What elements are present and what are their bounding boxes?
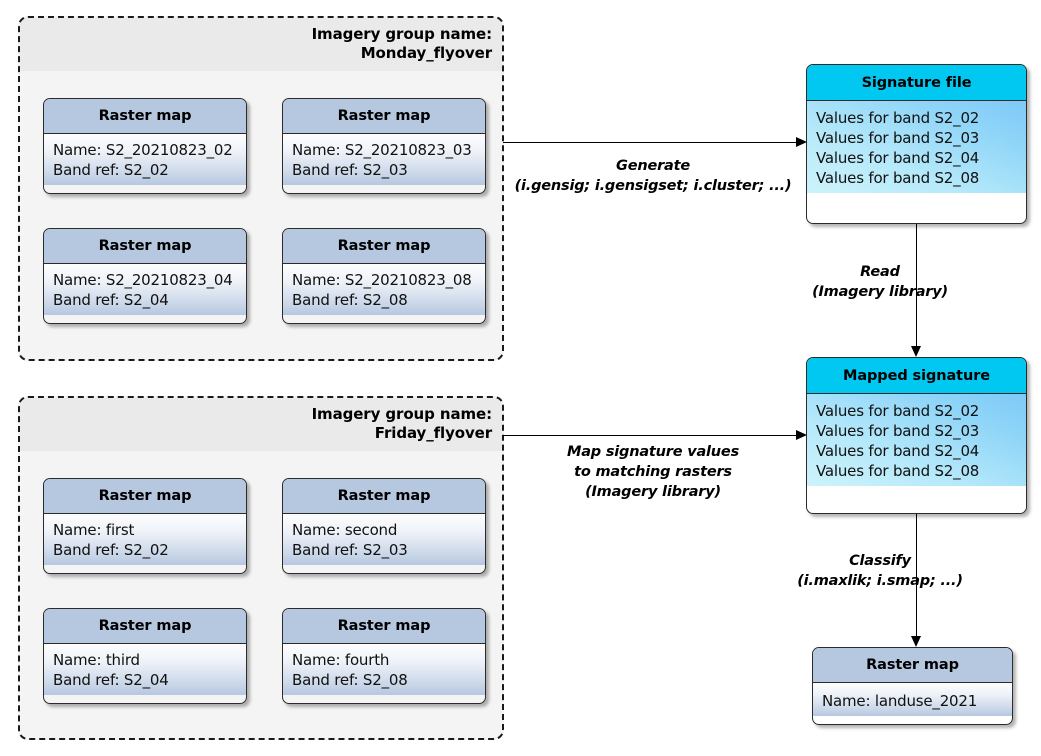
raster-map-name: Name: S2_20210823_03	[292, 141, 472, 159]
raster-map-details: Name: S2_20210823_04 Band ref: S2_04	[44, 264, 246, 315]
edge-classify-label-line2: (i.maxlik; i.smap; ...)	[797, 573, 963, 589]
raster-map-node[interactable]: Raster map Name: S2_20210823_08 Band ref…	[282, 228, 486, 324]
imagery-group-monday-header: Imagery group name: Monday_flyover	[20, 18, 502, 71]
raster-map-bandref: Band ref: S2_03	[292, 541, 408, 559]
group-header-label-line2: Friday_flyover	[374, 424, 492, 442]
edge-read-arrowhead	[911, 346, 921, 357]
raster-map-title: Raster map	[283, 479, 485, 514]
edge-map-values-label-line2: to matching rasters	[574, 464, 732, 480]
result-raster-map-details: Name: landuse_2021	[813, 683, 1012, 716]
raster-map-details: Name: S2_20210823_02 Band ref: S2_02	[44, 134, 246, 185]
raster-map-name: Name: S2_20210823_08	[292, 271, 472, 289]
raster-map-name: Name: second	[292, 521, 398, 539]
result-raster-map-node[interactable]: Raster map Name: landuse_2021	[812, 647, 1013, 725]
signature-file-node[interactable]: Signature file Values for band S2_02 Val…	[806, 64, 1027, 224]
raster-map-bandref: Band ref: S2_04	[53, 291, 169, 309]
edge-generate-line	[503, 142, 799, 143]
raster-map-bandref: Band ref: S2_08	[292, 671, 408, 689]
group-header-label-line1: Imagery group name:	[311, 405, 493, 423]
edge-read-label: Read (Imagery library)	[790, 262, 970, 302]
mapped-signature-value: Values for band S2_03	[816, 422, 980, 440]
signature-file-value: Values for band S2_04	[816, 149, 980, 167]
raster-map-bandref: Band ref: S2_02	[53, 541, 169, 559]
raster-map-details: Name: S2_20210823_03 Band ref: S2_03	[283, 134, 485, 185]
raster-map-name: Name: first	[53, 521, 135, 539]
edge-map-values-label: Map signature values to matching rasters…	[512, 442, 794, 502]
mapped-signature-values: Values for band S2_02 Values for band S2…	[807, 394, 1026, 486]
group-header-label-line1: Imagery group name:	[311, 25, 493, 43]
edge-map-values-line	[503, 435, 799, 436]
raster-map-node[interactable]: Raster map Name: S2_20210823_04 Band ref…	[43, 228, 247, 324]
signature-file-values: Values for band S2_02 Values for band S2…	[807, 101, 1026, 193]
raster-map-details: Name: S2_20210823_08 Band ref: S2_08	[283, 264, 485, 315]
raster-map-node[interactable]: Raster map Name: S2_20210823_03 Band ref…	[282, 98, 486, 194]
edge-generate-label-line2: (i.gensig; i.gensigset; i.cluster; ...)	[514, 178, 792, 194]
raster-map-node[interactable]: Raster map Name: first Band ref: S2_02	[43, 478, 247, 574]
result-raster-map-title: Raster map	[813, 648, 1012, 683]
edge-generate-arrowhead	[796, 137, 807, 147]
result-raster-map-name: Name: landuse_2021	[822, 692, 978, 710]
edge-classify-line	[916, 514, 917, 636]
raster-map-name: Name: third	[53, 651, 140, 669]
raster-map-title: Raster map	[44, 609, 246, 644]
edge-map-values-arrowhead	[796, 430, 807, 440]
raster-map-title: Raster map	[44, 479, 246, 514]
raster-map-name: Name: S2_20210823_04	[53, 271, 233, 289]
raster-map-details: Name: first Band ref: S2_02	[44, 514, 246, 565]
signature-file-title: Signature file	[807, 65, 1026, 101]
edge-classify-label: Classify (i.maxlik; i.smap; ...)	[785, 551, 975, 591]
signature-file-value: Values for band S2_02	[816, 109, 980, 127]
mapped-signature-node[interactable]: Mapped signature Values for band S2_02 V…	[806, 357, 1027, 514]
edge-map-values-label-line3: (Imagery library)	[585, 484, 721, 500]
raster-map-title: Raster map	[283, 609, 485, 644]
raster-map-title: Raster map	[283, 99, 485, 134]
edge-read-label-line2: (Imagery library)	[812, 284, 948, 300]
mapped-signature-title: Mapped signature	[807, 358, 1026, 394]
raster-map-node[interactable]: Raster map Name: third Band ref: S2_04	[43, 608, 247, 704]
mapped-signature-value: Values for band S2_08	[816, 462, 980, 480]
signature-file-value: Values for band S2_08	[816, 169, 980, 187]
edge-map-values-label-line1: Map signature values	[566, 444, 739, 460]
raster-map-bandref: Band ref: S2_02	[53, 161, 169, 179]
raster-map-name: Name: S2_20210823_02	[53, 141, 233, 159]
mapped-signature-value: Values for band S2_04	[816, 442, 980, 460]
edge-generate-label: Generate (i.gensig; i.gensigset; i.clust…	[512, 156, 794, 196]
mapped-signature-value: Values for band S2_02	[816, 402, 980, 420]
imagery-group-friday: Imagery group name: Friday_flyover Raste…	[18, 396, 504, 740]
raster-map-title: Raster map	[283, 229, 485, 264]
edge-read-line	[916, 224, 917, 346]
edge-classify-label-line1: Classify	[849, 553, 911, 569]
raster-map-bandref: Band ref: S2_08	[292, 291, 408, 309]
raster-map-bandref: Band ref: S2_04	[53, 671, 169, 689]
raster-map-details: Name: fourth Band ref: S2_08	[283, 644, 485, 695]
raster-map-title: Raster map	[44, 99, 246, 134]
raster-map-details: Name: second Band ref: S2_03	[283, 514, 485, 565]
raster-map-node[interactable]: Raster map Name: fourth Band ref: S2_08	[282, 608, 486, 704]
signature-file-value: Values for band S2_03	[816, 129, 980, 147]
edge-classify-arrowhead	[911, 636, 921, 647]
raster-map-node[interactable]: Raster map Name: second Band ref: S2_03	[282, 478, 486, 574]
raster-map-bandref: Band ref: S2_03	[292, 161, 408, 179]
edge-read-label-line1: Read	[860, 264, 900, 280]
imagery-group-friday-header: Imagery group name: Friday_flyover	[20, 398, 502, 451]
raster-map-name: Name: fourth	[292, 651, 390, 669]
imagery-group-monday: Imagery group name: Monday_flyover Raste…	[18, 16, 504, 361]
raster-map-details: Name: third Band ref: S2_04	[44, 644, 246, 695]
raster-map-node[interactable]: Raster map Name: S2_20210823_02 Band ref…	[43, 98, 247, 194]
group-header-label-line2: Monday_flyover	[360, 44, 492, 62]
edge-generate-label-line1: Generate	[616, 158, 690, 174]
raster-map-title: Raster map	[44, 229, 246, 264]
